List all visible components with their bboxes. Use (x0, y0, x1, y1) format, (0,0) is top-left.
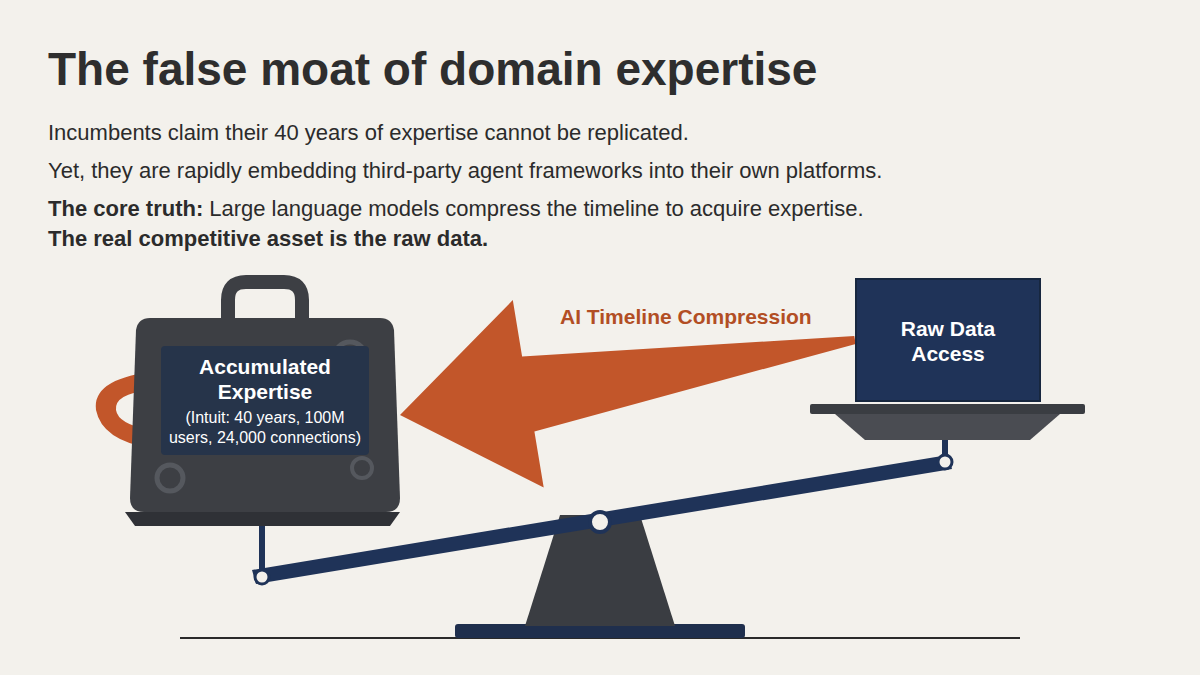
node-content: Accumulated Expertise (Intuit: 40 years, … (161, 346, 369, 455)
body-text: Yet, they are rapidly embedding third-pa… (48, 158, 882, 184)
compression-arrow (400, 300, 856, 488)
body-text: The core truth: (48, 196, 203, 222)
node-heading: Raw Data Access (869, 316, 1027, 366)
body-text: Large language models compress the timel… (209, 196, 863, 222)
arrow-label: AI Timeline Compression (560, 305, 812, 329)
title: The false moat of domain expertise (48, 42, 817, 96)
data-box: Raw Data Access (855, 278, 1041, 402)
body-text: The real competitive asset is the raw da… (48, 226, 488, 252)
node-heading: Accumulated Expertise (167, 354, 363, 404)
kettlebell-weight: Accumulated Expertise (Intuit: 40 years, … (130, 318, 400, 512)
node-subtext: (Intuit: 40 years, 100M users, 24,000 co… (167, 408, 363, 446)
node-content: Raw Data Access (857, 280, 1039, 378)
body-text: Incumbents claim their 40 years of exper… (48, 120, 689, 146)
